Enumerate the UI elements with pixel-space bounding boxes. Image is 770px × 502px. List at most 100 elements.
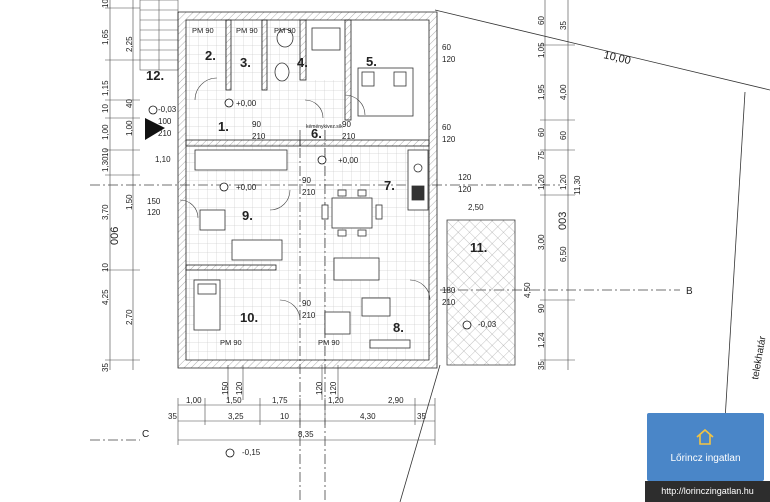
dimension-lines bbox=[105, 0, 575, 445]
dim-text: 2,50 bbox=[468, 203, 484, 212]
dim-text: 1,50 bbox=[226, 396, 242, 405]
dim-text: 4,00 bbox=[559, 84, 568, 100]
bottom-dimensions: 1,00 1,50 1,75 1,20 2,90 35 3,25 10 4,30… bbox=[168, 381, 426, 439]
dim-text: 1,00 bbox=[125, 120, 134, 136]
dim-text: 210 bbox=[158, 129, 172, 138]
dim-text: 10 bbox=[280, 412, 289, 421]
walls bbox=[177, 11, 438, 369]
dim-text: 90 bbox=[537, 304, 546, 313]
dim-text: 120 bbox=[315, 381, 324, 395]
room-number: 11. bbox=[470, 240, 487, 255]
dim-text: 2,90 bbox=[388, 396, 404, 405]
dim-text: 1,15 bbox=[101, 80, 110, 96]
room-number: 3. bbox=[240, 55, 251, 70]
pm-label: PM 90 bbox=[318, 338, 340, 347]
room-number: 6. bbox=[311, 126, 322, 141]
level-text: -0,03 bbox=[478, 320, 497, 329]
door-swings bbox=[179, 77, 431, 321]
dim-text: 1,65 bbox=[101, 29, 110, 45]
dim-text: 3,70 bbox=[101, 204, 110, 220]
dim-text: 1,10 bbox=[155, 155, 171, 164]
boundary-dim: 10,00 bbox=[602, 49, 632, 67]
level-markers bbox=[148, 98, 472, 458]
left-dimensions: 10 1,65 1,15 10 1,00 10 1,30 3,70 10 4,2… bbox=[101, 0, 172, 372]
dim-text: 60 bbox=[537, 128, 546, 137]
furniture bbox=[193, 27, 429, 349]
dim-text: 75 bbox=[537, 151, 546, 160]
room-number: 7. bbox=[384, 178, 395, 193]
dim-text: 180 bbox=[442, 286, 456, 295]
room-number: 12. bbox=[146, 68, 164, 83]
dim-text: 11,30 bbox=[573, 175, 582, 195]
dim-text: 1,20 bbox=[559, 174, 568, 190]
dim-text: 210 bbox=[442, 298, 456, 307]
dim-text: 35 bbox=[537, 361, 546, 370]
dim-text: 60 bbox=[537, 16, 546, 25]
dim-text: 210 bbox=[302, 188, 316, 197]
dim-text: 120 bbox=[235, 381, 244, 395]
pm-label: PM 90 bbox=[236, 26, 258, 35]
dim-text: 35 bbox=[559, 21, 568, 30]
dim-text: 10 bbox=[101, 104, 110, 113]
dim-text: 35 bbox=[417, 412, 426, 421]
section-mark: 006 bbox=[109, 227, 121, 245]
dim-text: 10 bbox=[101, 263, 110, 272]
pm-labels: PM 90 PM 90 PM 90 PM 90 PM 90 bbox=[192, 26, 340, 347]
dim-text: 90 bbox=[302, 299, 311, 308]
dim-text: 1,20 bbox=[537, 174, 546, 190]
dim-text: 8,35 bbox=[298, 430, 314, 439]
dim-text: 10 bbox=[101, 148, 110, 157]
dim-text: 120 bbox=[329, 381, 338, 395]
dim-text: 90 bbox=[252, 120, 261, 129]
dim-text: 2,25 bbox=[125, 36, 134, 52]
dim-text: 1,00 bbox=[101, 124, 110, 140]
level-texts: -0,03 +0,00 +0,00 +0,00 -0,03 -0,15 kémé… bbox=[158, 99, 497, 457]
dim-text: 120 bbox=[458, 173, 472, 182]
level-text: +0,00 bbox=[236, 183, 257, 192]
dim-text: 60 bbox=[442, 123, 451, 132]
level-text: +0,00 bbox=[338, 156, 359, 165]
dim-text: 90 bbox=[342, 120, 351, 129]
room-number: 1. bbox=[218, 119, 229, 134]
dim-text: 1,75 bbox=[272, 396, 288, 405]
dim-text: 1,50 bbox=[125, 194, 134, 210]
level-text: -0,03 bbox=[158, 105, 177, 114]
door-dimensions: 60 120 60 120 90 210 90 210 90 210 180 2… bbox=[252, 43, 472, 320]
dim-text: 2,70 bbox=[125, 309, 134, 325]
dim-text: 90 bbox=[302, 176, 311, 185]
dim-text: 210 bbox=[342, 132, 356, 141]
dim-text: 3,25 bbox=[228, 412, 244, 421]
section-mark: 003 bbox=[557, 212, 569, 230]
room-number: 5. bbox=[366, 54, 377, 69]
dim-text: 3,00 bbox=[537, 234, 546, 250]
entrance-marker bbox=[145, 118, 165, 140]
dim-text: 1,30 bbox=[101, 156, 110, 172]
logo-badge: Lőrincz ingatlan bbox=[647, 413, 764, 481]
dim-text: 1,20 bbox=[328, 396, 344, 405]
right-dimensions: 35 1,05 4,00 60 1,20 11,30 60 1,95 75 60… bbox=[468, 16, 582, 370]
axis-label: C bbox=[142, 429, 149, 440]
terrace-area bbox=[446, 219, 516, 366]
room-number: 10. bbox=[240, 310, 258, 325]
dim-text: 60 bbox=[442, 43, 451, 52]
boundary-label: telekhatár bbox=[750, 335, 769, 381]
dim-text: 120 bbox=[442, 135, 456, 144]
room-number: 2. bbox=[205, 48, 216, 63]
pm-label: PM 90 bbox=[192, 26, 214, 35]
dim-text: 4,50 bbox=[523, 282, 532, 298]
dim-text: 210 bbox=[302, 311, 316, 320]
room-number: 9. bbox=[242, 208, 253, 223]
dim-text: 40 bbox=[125, 99, 134, 108]
axis-label: B bbox=[686, 286, 693, 297]
house-icon bbox=[696, 428, 714, 445]
dim-text: 6,50 bbox=[559, 246, 568, 262]
level-text: +0,00 bbox=[236, 99, 257, 108]
dim-text: 1,05 bbox=[537, 42, 546, 58]
dim-text: 4,25 bbox=[101, 289, 110, 305]
pm-label: PM 90 bbox=[274, 26, 296, 35]
dim-text: 1,95 bbox=[537, 84, 546, 100]
dim-text: 60 bbox=[559, 131, 568, 140]
logo-brand: Lőrincz ingatlan bbox=[670, 453, 741, 464]
room-numbers: 1. 2. 3. 4. 5. 6. 7. 8. 9. 10. 11. 12. bbox=[146, 48, 487, 335]
dim-text: 35 bbox=[168, 412, 177, 421]
